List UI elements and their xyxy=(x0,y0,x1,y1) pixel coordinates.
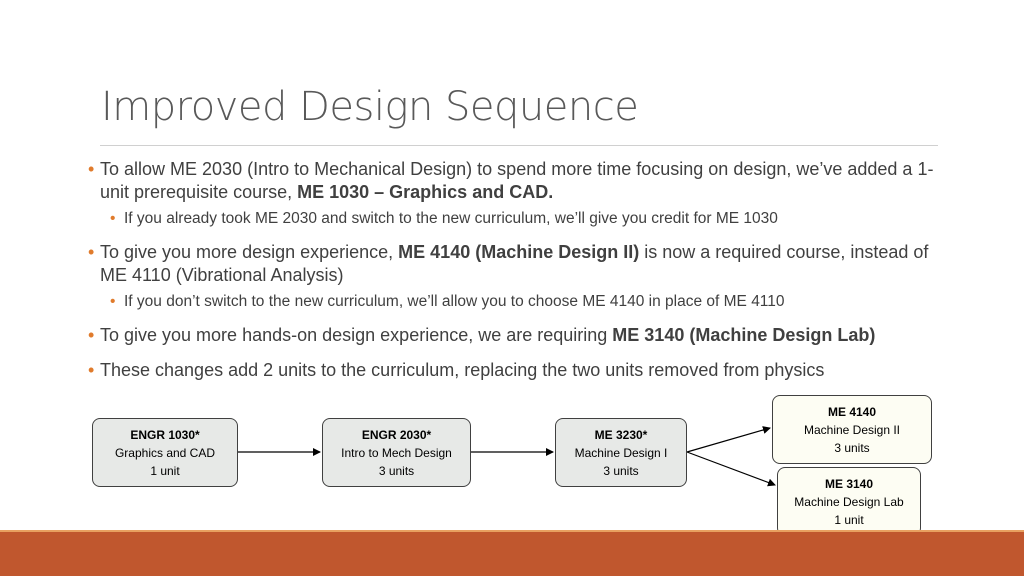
bullet-dot: • xyxy=(88,242,95,262)
course-code: ENGR 1030* xyxy=(130,427,200,442)
course-code: ME 3140 xyxy=(824,476,874,491)
bullet-list: •To allow ME 2030 (Intro to Mechanical D… xyxy=(88,158,948,386)
course-name: Machine Design I xyxy=(574,445,668,460)
footer-accent-line xyxy=(0,530,1024,533)
course-name: Machine Design II xyxy=(803,422,901,437)
sub-bullet-1-text: If you already took ME 2030 and switch t… xyxy=(124,210,778,227)
bullet-1: •To allow ME 2030 (Intro to Mechanical D… xyxy=(88,158,948,204)
sub-bullet-dot: • xyxy=(110,293,116,310)
bullet-2-bold: ME 4140 (Machine Design II) xyxy=(398,242,640,262)
course-name: Graphics and CAD xyxy=(114,445,216,460)
slide-title: Improved Design Sequence xyxy=(101,84,639,130)
course-box-me3230: ME 3230* Machine Design I 3 units xyxy=(555,418,687,487)
sub-bullet-2-text: If you don’t switch to the new curriculu… xyxy=(124,293,785,310)
sub-bullet-2: • If you don’t switch to the new curricul… xyxy=(88,291,948,312)
arrow-3230-to-4140 xyxy=(686,426,771,453)
bullet-2-text: To give you more design experience, xyxy=(100,242,399,262)
arrow-3230-to-3140 xyxy=(686,451,776,487)
bullet-dot: • xyxy=(88,360,95,380)
course-box-engr1030: ENGR 1030* Graphics and CAD 1 unit xyxy=(92,418,238,487)
course-name: Intro to Mech Design xyxy=(341,445,452,460)
course-box-me3140: ME 3140 Machine Design Lab 1 unit xyxy=(777,467,921,536)
bullet-1-bold: ME 1030 – Graphics and CAD. xyxy=(297,182,554,202)
bullet-1-text: To allow ME 2030 (Intro to Mechanical De… xyxy=(100,159,934,202)
title-divider xyxy=(100,145,938,146)
bullet-dot: • xyxy=(88,159,95,179)
course-units: 3 units xyxy=(834,440,870,455)
course-units: 1 unit xyxy=(834,512,864,527)
bullet-2: •To give you more design experience, ME … xyxy=(88,241,948,287)
course-units: 3 units xyxy=(603,463,639,478)
course-units: 3 units xyxy=(378,463,415,478)
bullet-4-text: These changes add 2 units to the curricu… xyxy=(100,360,825,380)
sub-bullet-1: • If you already took ME 2030 and switch … xyxy=(88,208,948,229)
bullet-3-bold: ME 3140 (Machine Design Lab) xyxy=(612,325,876,345)
course-box-me4140: ME 4140 Machine Design II 3 units xyxy=(772,395,932,464)
bullet-dot: • xyxy=(88,325,95,345)
course-box-engr2030: ENGR 2030* Intro to Mech Design 3 units xyxy=(322,418,471,487)
course-name: Machine Design Lab xyxy=(794,494,904,509)
course-units: 1 unit xyxy=(150,463,180,478)
sub-bullet-dot: • xyxy=(110,210,116,227)
bullet-4: •These changes add 2 units to the curric… xyxy=(88,359,948,382)
course-code: ME 4140 xyxy=(827,404,877,419)
bullet-2-text-post: is now a required course, instead of ME … xyxy=(100,242,929,285)
course-code: ME 3230* xyxy=(594,427,648,442)
course-code: ENGR 2030* xyxy=(361,427,432,442)
bullet-3-text: To give you more hands-on design experie… xyxy=(100,325,613,345)
bullet-3: •To give you more hands-on design experi… xyxy=(88,324,948,347)
footer-band xyxy=(0,532,1024,576)
